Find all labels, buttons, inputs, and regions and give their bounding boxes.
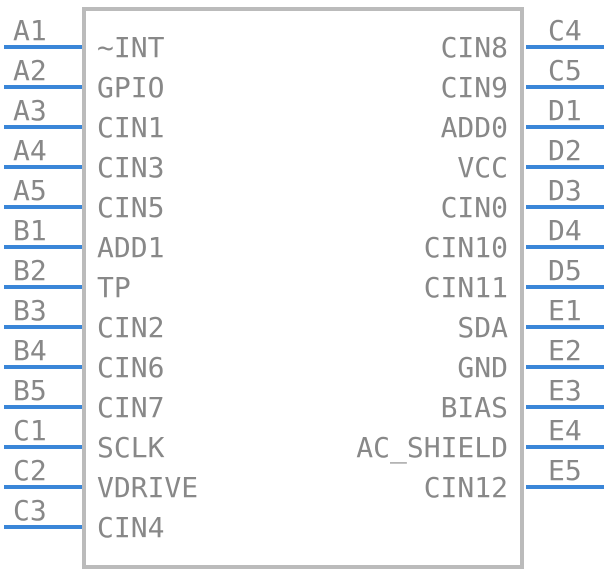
- pin-number: B4: [13, 334, 47, 367]
- left-pins: A1~INTA2GPIOA3CIN1A4CIN3A5CIN5B1ADD1B2TP…: [4, 14, 198, 544]
- signal-label-gnd: GND: [457, 351, 508, 384]
- signal-label-vcc: VCC: [457, 151, 508, 184]
- pin-number: D2: [548, 134, 582, 167]
- pin-number: B2: [13, 254, 47, 287]
- signal-label-cin4: CIN4: [97, 511, 164, 544]
- signal-label-cin7: CIN7: [97, 391, 164, 424]
- pin-number: B1: [13, 214, 47, 247]
- pin-number: E2: [548, 334, 582, 367]
- pin-number: E1: [548, 294, 582, 327]
- pin-number: D4: [548, 214, 582, 247]
- signal-label-ac-shield: AC_SHIELD: [356, 431, 508, 465]
- signal-label-cin11: CIN11: [424, 271, 508, 304]
- pin-number: C2: [13, 454, 47, 487]
- pin-number: E3: [548, 374, 582, 407]
- pin-number: E4: [548, 414, 582, 447]
- signal-label-cin3: CIN3: [97, 151, 164, 184]
- signal-label-cin5: CIN5: [97, 191, 164, 224]
- signal-label-add1: ADD1: [97, 231, 164, 264]
- signal-label-bias: BIAS: [441, 391, 508, 424]
- signal-label-cin10: CIN10: [424, 231, 508, 264]
- pin-number: C1: [13, 414, 47, 447]
- pin-number: D3: [548, 174, 582, 207]
- pin-number: C3: [13, 494, 47, 527]
- signal-label-cin2: CIN2: [97, 311, 164, 344]
- signal-label-tp: TP: [97, 271, 131, 304]
- signal-label-sda: SDA: [457, 311, 508, 344]
- pin-number: C5: [548, 54, 582, 87]
- pin-number: D5: [548, 254, 582, 287]
- pin-number: B5: [13, 374, 47, 407]
- signal-label-cin9: CIN9: [441, 71, 508, 104]
- signal-label-add0: ADD0: [441, 111, 508, 144]
- pin-number: A4: [13, 134, 47, 167]
- pin-number: A3: [13, 94, 47, 127]
- right-pins: C4CIN8C5CIN9D1ADD0D2VCCD3CIN0D4CIN10D5CI…: [356, 14, 604, 504]
- chip-body: [82, 7, 524, 569]
- pin-a1: A1 ~INT: [4, 14, 165, 64]
- signal-label-cin8: CIN8: [441, 31, 508, 64]
- signal-label-cin12: CIN12: [424, 471, 508, 504]
- pin-number: E5: [548, 454, 582, 487]
- signal-label-sclk: SCLK: [97, 431, 165, 464]
- signal-label-cin1: CIN1: [97, 111, 164, 144]
- signal-label-cin6: CIN6: [97, 351, 164, 384]
- pin-number: D1: [548, 94, 582, 127]
- signal-label-int: ~INT: [97, 31, 165, 64]
- signal-label-cin0: CIN0: [441, 191, 508, 224]
- signal-label-gpio: GPIO: [97, 71, 164, 104]
- pin-number: A1: [13, 14, 47, 47]
- pin-number: C4: [548, 14, 582, 47]
- pin-number: A2: [13, 54, 47, 87]
- pin-number: B3: [13, 294, 47, 327]
- pin-number: A5: [13, 174, 47, 207]
- signal-label-vdrive: VDRIVE: [97, 471, 198, 504]
